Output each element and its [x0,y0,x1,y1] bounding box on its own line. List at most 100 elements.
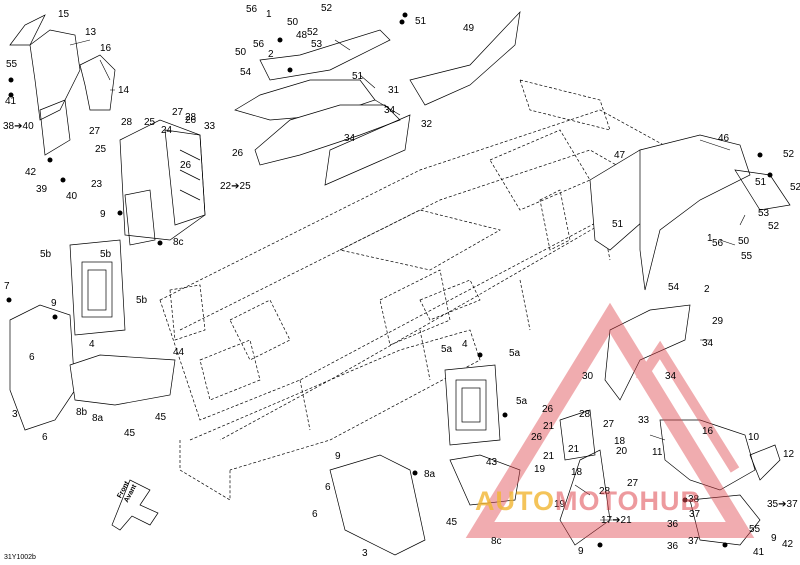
callout-label: 43 [486,457,498,468]
watermark-part-1: AUTO [475,486,556,516]
callout-label: 26 [185,115,197,126]
top-fender-31 [234,29,411,186]
callout-label: 38 [688,494,700,505]
callout-label: 20 [616,446,628,457]
callout-label: 6 [42,432,48,443]
callout-label: 1 [266,9,272,20]
callout-label: 42 [782,539,794,550]
lower-guard-left [9,304,176,431]
callout-label: 21 [543,451,555,462]
callout-label: 37 [689,509,701,520]
callout-label: 54 [240,67,252,78]
callout-label: 28 [121,117,133,128]
callout-label: 3 [362,548,368,559]
callout-label: 55 [6,59,18,70]
callout-label: 8a [92,413,104,424]
callout-label: 21 [543,421,555,432]
callout-label: 16 [702,426,714,437]
callout-label: 52 [768,221,780,232]
side-panel-22-25 [119,119,206,246]
callout-label: 34 [665,371,677,382]
callout-label: 28 [579,409,591,420]
callout-label: 36 [667,541,679,552]
callout-label: 6 [29,352,35,363]
callout-label: 5a [441,344,453,355]
callout-label: 41 [753,547,765,558]
callout-label: 37 [688,536,700,547]
callout-label: 51 [352,71,364,82]
callout-label: 28 [185,112,197,123]
callout-label: 33 [204,121,216,132]
callout-label: 26 [542,404,554,415]
callout-label: 56 [246,4,258,15]
callout-label: 55 [741,251,753,262]
right-fender-group [589,134,791,291]
callout-label: 18 [614,436,626,447]
callout-label: 16 [100,43,112,54]
callout-label: 30 [582,371,594,382]
callout-label: 45 [446,517,458,528]
callout-label: 27 [89,126,101,137]
callout-label: 26 [232,148,244,159]
callout-label: 27 [172,107,184,118]
callout-label: 55 [749,524,761,535]
callout-label: 25 [95,144,107,155]
callout-label: 51 [415,16,427,27]
callout-label: 34 [344,133,356,144]
watermark-text: AUTOMOTOHUB [475,486,701,517]
callout-label: 41 [5,96,17,107]
callout-label: 6 [312,509,318,520]
callout-label: 23 [91,179,103,190]
callout-label: 5b [136,295,148,306]
callout-label: 13 [85,27,97,38]
left-fender-group [9,14,116,156]
callout-label: 35➔37 [767,499,798,510]
callout-label: 9 [100,209,106,220]
callout-label: 47 [614,150,626,161]
callout-label: 9 [771,533,777,544]
callout-label: 45 [155,412,167,423]
watermark-logo [465,302,755,538]
callout-label: 40 [66,191,78,202]
callout-label: 15 [58,9,70,20]
callout-label: 31 [388,85,400,96]
callout-label: 21 [568,444,580,455]
callout-label: 2 [268,49,274,60]
callout-label: 52 [307,27,319,38]
callout-label: 26 [531,432,543,443]
callout-label: 53 [758,208,770,219]
callout-label: 25 [144,117,156,128]
callout-label: 46 [718,133,730,144]
callout-label: 2 [704,284,710,295]
fender-29-30 [604,304,781,546]
callout-label: 56 [253,39,265,50]
callout-label: 36 [667,519,679,530]
callout-label: 34 [702,338,714,349]
callout-label: 27 [627,478,639,489]
callout-label: 42 [25,167,37,178]
callout-label: 14 [118,85,130,96]
callout-label: 33 [638,415,650,426]
callout-label: 19 [534,464,546,475]
callout-label: 9 [335,451,341,462]
callout-label: 5a [509,348,521,359]
callout-label: 22➔25 [220,181,251,192]
callout-label: 49 [463,23,475,34]
callout-label: 1 [707,233,713,244]
callout-label: 38➔40 [3,121,34,132]
front-arrow [111,479,159,531]
callout-label: 4 [89,339,95,350]
callout-label: 8c [173,237,184,248]
callout-label: 3 [12,409,18,420]
callout-label: 34 [384,105,396,116]
hardware-markers [6,12,773,548]
callout-label: 17➔21 [601,515,632,526]
callout-label: 11 [652,447,663,458]
callout-label: 54 [668,282,680,293]
callout-label: 51 [612,219,624,230]
callout-label: 8b [76,407,88,418]
panel-49 [409,10,521,106]
callout-label: 5b [40,249,52,260]
